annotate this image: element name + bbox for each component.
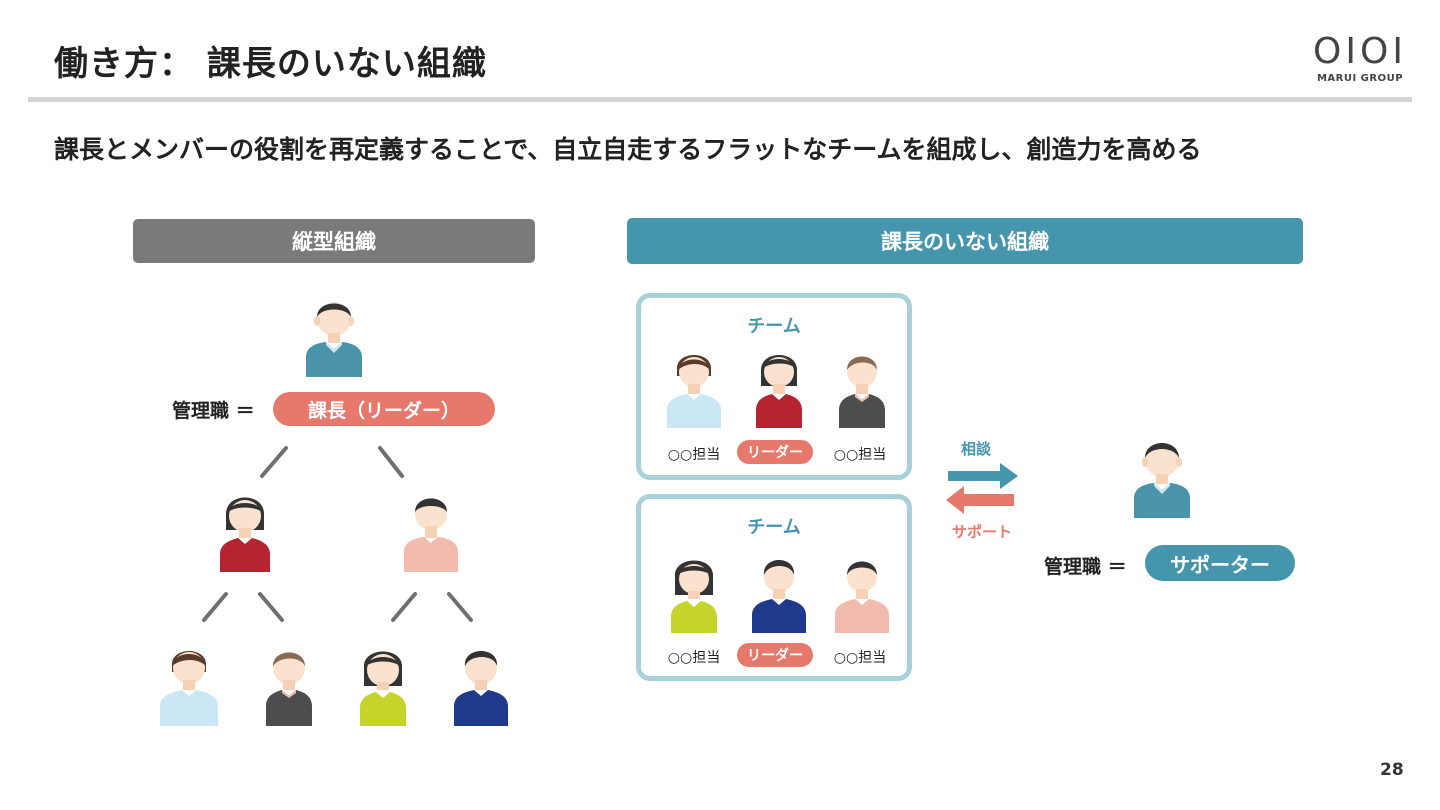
- member-person-icon: [360, 651, 406, 726]
- team-box: チーム ○○担当 リーダー ○○担当: [636, 293, 912, 480]
- team-member-person-icon: [671, 560, 717, 633]
- team-role-label: ○○担当: [833, 447, 887, 463]
- page-number: 28: [1380, 760, 1404, 780]
- connector-line: [202, 592, 228, 622]
- connector-line: [391, 592, 417, 622]
- member-person-icon: [404, 498, 458, 572]
- consult-label: 相談: [961, 440, 992, 458]
- support-arrow-icon: [946, 486, 1014, 514]
- team-title: チーム: [747, 517, 801, 538]
- connector-line: [378, 446, 404, 478]
- connector-line: [260, 446, 288, 478]
- page-title: 働き方： 課長のいない組織: [54, 44, 487, 84]
- supporter-person-icon: [1134, 443, 1190, 518]
- team-member-person-icon: [835, 561, 889, 633]
- team-role-label: ○○担当: [667, 447, 721, 463]
- member-person-icon: [266, 652, 312, 726]
- member-person-icon: [160, 651, 218, 726]
- member-person-icon: [220, 497, 270, 572]
- member-person-icon: [454, 651, 508, 726]
- right-manager-role-pill: サポーター: [1145, 545, 1295, 581]
- team-leader-pill: リーダー: [737, 643, 813, 667]
- team-member-person-icon: [667, 355, 721, 428]
- marui-group-logo: OIOI MARUI GROUP: [1312, 34, 1408, 88]
- connector-line: [258, 592, 284, 622]
- team-role-label: ○○担当: [833, 650, 887, 666]
- left-manager-role-pill: 課長（リーダー）: [273, 392, 495, 426]
- header-divider: [28, 97, 1412, 102]
- team-member-person-icon: [839, 356, 885, 428]
- team-title: チーム: [747, 316, 801, 337]
- logo-mark: OIOI: [1313, 31, 1407, 72]
- consult-arrow-icon: [948, 463, 1018, 489]
- team-member-person-icon: [756, 355, 802, 428]
- support-label: サポート: [952, 523, 1013, 541]
- manager-person-icon: [306, 302, 362, 377]
- left-manager-label: 管理職 ＝: [172, 400, 255, 422]
- team-leader-pill: リーダー: [737, 440, 813, 464]
- logo-text: MARUI GROUP: [1316, 73, 1404, 84]
- right-manager-label: 管理職 ＝: [1044, 556, 1127, 578]
- connector-line: [447, 592, 473, 622]
- team-member-person-icon: [752, 560, 806, 633]
- flat-org-header: 課長のいない組織: [627, 218, 1303, 264]
- vertical-org-header: 縦型組織: [133, 219, 535, 263]
- team-box: チーム ○○担当 リーダー ○○担当: [636, 494, 912, 681]
- slide-subtitle: 課長とメンバーの役割を再定義することで、自立自走するフラットなチームを組成し、創…: [54, 135, 1202, 164]
- team-role-label: ○○担当: [667, 650, 721, 666]
